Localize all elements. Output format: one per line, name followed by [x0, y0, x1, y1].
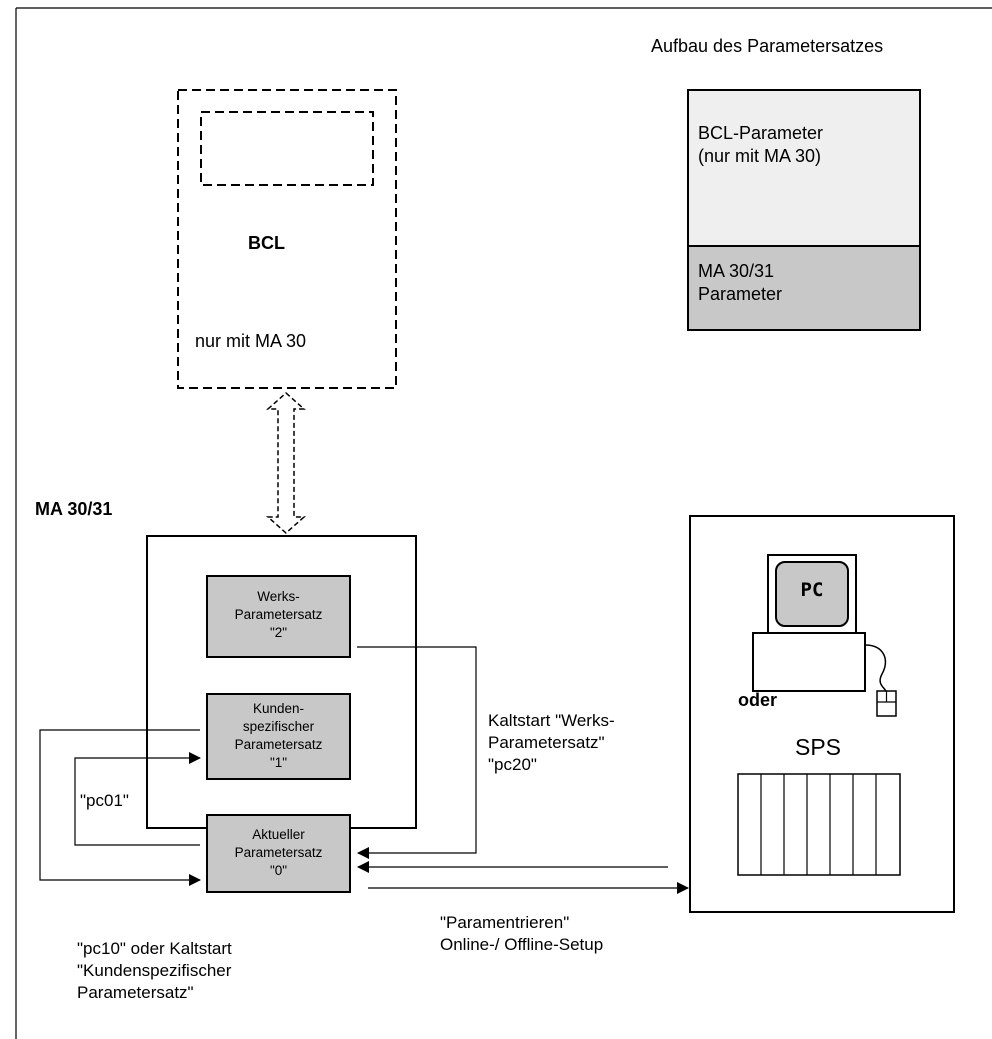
bcl-title: BCL — [248, 233, 285, 253]
sps-label: SPS — [795, 734, 842, 760]
ma-title: MA 30/31 — [35, 499, 113, 519]
pc10-label: "pc10" oder Kaltstart "Kundenspezifische… — [77, 939, 232, 1002]
bcl-ma-connector — [266, 391, 306, 535]
werks-parametersatz-label: Werks- Parametersatz "2" — [234, 589, 323, 640]
aktueller-parametersatz-label: Aktueller Parametersatz "0" — [234, 827, 323, 878]
kunden-parametersatz-box — [206, 693, 351, 780]
werks-parametersatz-box — [206, 575, 351, 658]
structure-ma-label: MA 30/31 Parameter — [698, 261, 783, 304]
structure-title: Aufbau des Parametersatzes — [651, 36, 884, 56]
structure-ma-section — [687, 245, 921, 331]
pc10-line — [39, 729, 201, 886]
kaltstart-werks-label: Kaltstart "Werks- Parametersatz" "pc20" — [488, 711, 615, 774]
kaltstart-werks-line — [357, 646, 477, 859]
oder-label: oder — [738, 690, 778, 710]
pc-label: PC — [800, 579, 824, 601]
mouse-icon — [876, 690, 897, 717]
structure-bcl-section — [687, 89, 921, 247]
pc01-label: "pc01" — [80, 791, 129, 810]
structure-bcl-label: BCL-Parameter (nur mit MA 30) — [698, 123, 824, 166]
pc-icon — [752, 554, 887, 693]
parametrieren-label: "Paramentrieren" Online-/ Offline-Setup — [440, 913, 604, 954]
kunden-parametersatz-label: Kunden- spezifischer Parametersatz "1" — [234, 701, 323, 770]
bcl-device-outline — [177, 89, 397, 389]
bcl-display-outline — [200, 111, 374, 186]
bcl-subtitle: nur mit MA 30 — [195, 331, 307, 351]
aktueller-parametersatz-box — [206, 814, 351, 893]
pc01-line — [74, 752, 201, 846]
sps-rack-icon — [737, 773, 901, 876]
